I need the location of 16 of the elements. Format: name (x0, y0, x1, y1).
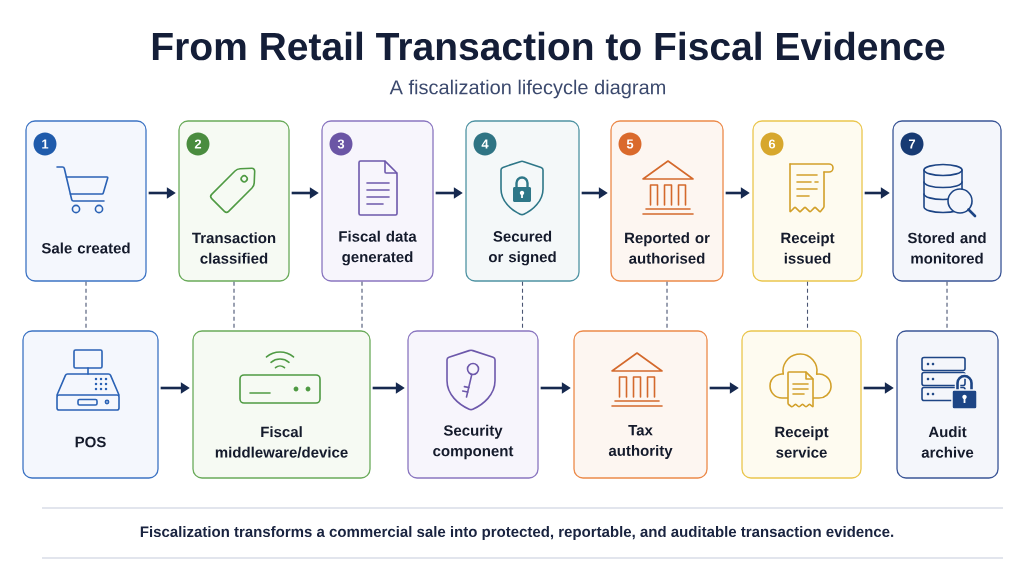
component-box: Receipt service (741, 330, 862, 479)
number-badge: 7 (900, 132, 924, 156)
component-box: Security component (407, 330, 539, 479)
number-badge: 1 (33, 132, 57, 156)
subtitle: A fiscalization lifecycle diagram (389, 79, 665, 99)
number-badge: 6 (760, 132, 784, 156)
number-badge: 5 (618, 132, 642, 156)
number-badge: 2 (186, 132, 210, 156)
number-badge: 4 (473, 132, 497, 156)
component-box: Fiscal middleware/device (192, 330, 371, 479)
component-box: POS (22, 330, 159, 479)
caption: Fiscalization transforms a commercial sale into protected, reportable, and auditable transaction evidence. (140, 526, 894, 540)
component-box: Audit archive (896, 330, 999, 479)
title: From Retail Transaction to Fiscal Evidence (152, 31, 945, 61)
component-box: Tax authority (573, 330, 708, 479)
number-badge: 3 (329, 132, 353, 156)
